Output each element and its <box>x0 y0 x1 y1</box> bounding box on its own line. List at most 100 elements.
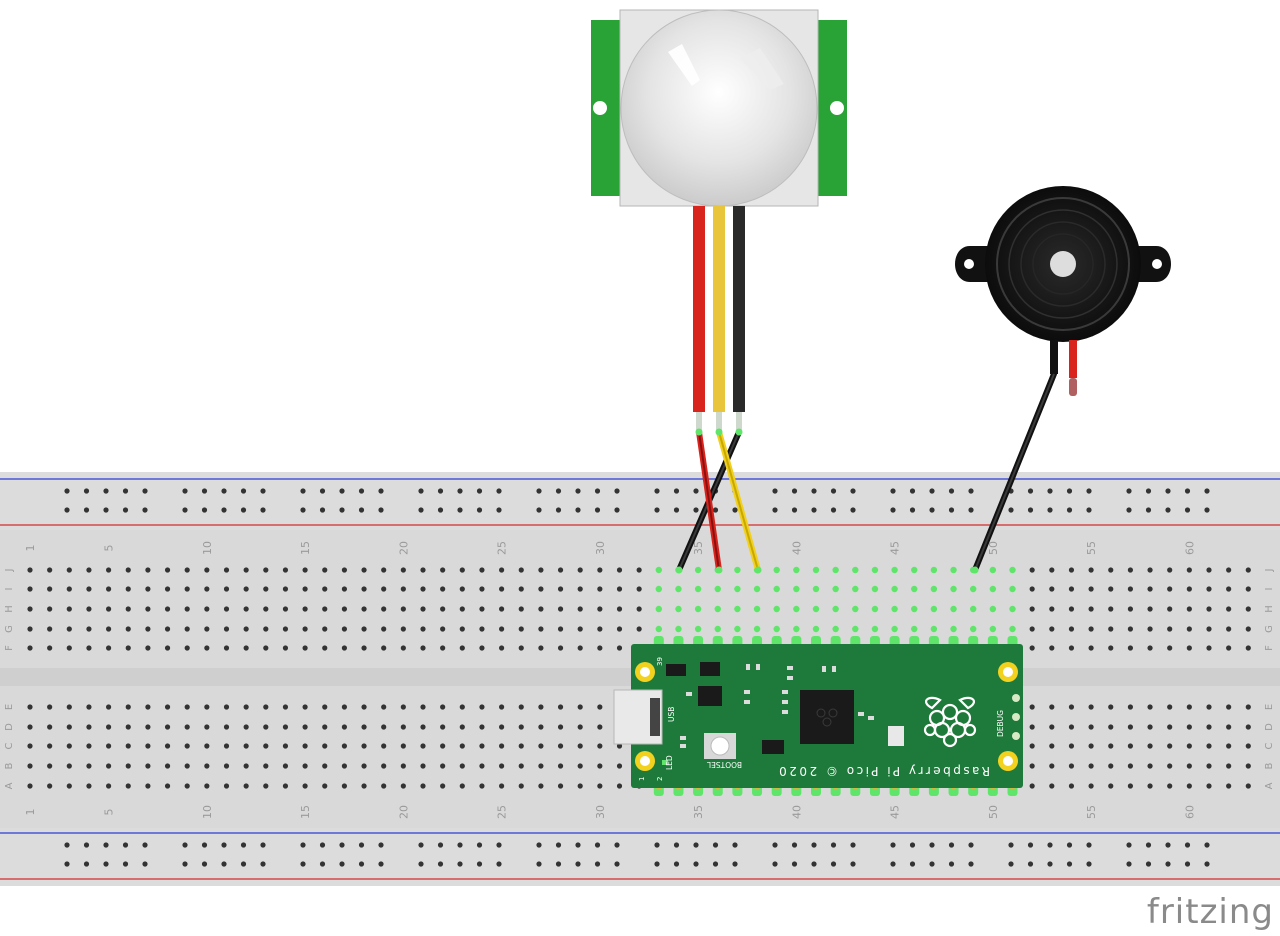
terminal-hole <box>243 606 249 612</box>
terminal-hole <box>1068 704 1075 710</box>
rail-hole <box>1066 507 1073 513</box>
pir-lead-tip-out <box>716 412 722 432</box>
terminal-hole <box>204 567 210 573</box>
terminal-hole <box>459 724 465 730</box>
terminal-hole <box>361 626 367 632</box>
terminal-hole <box>184 586 190 592</box>
terminal-hole <box>125 567 131 573</box>
terminal-hole <box>263 763 269 769</box>
rail-hole <box>201 861 208 867</box>
terminal-hole <box>27 567 33 573</box>
terminal-hole <box>302 567 308 573</box>
terminal-hole <box>1049 783 1055 789</box>
rail-hole <box>929 488 935 494</box>
terminal-hole <box>243 763 249 769</box>
rail-hole <box>693 861 699 867</box>
terminal-hole <box>557 586 564 592</box>
terminal-hole <box>1049 763 1055 769</box>
terminal-hole <box>263 626 269 632</box>
rail-hole <box>929 507 935 513</box>
terminal-hole <box>499 783 505 789</box>
smd-components <box>662 664 874 765</box>
terminal-hole <box>263 645 269 651</box>
pir-lead-vcc <box>693 206 705 412</box>
terminal-hole <box>322 763 328 769</box>
terminal-hole <box>86 763 92 769</box>
rail-hole <box>948 861 955 867</box>
terminal-hole <box>47 783 53 789</box>
terminal-hole <box>47 743 53 749</box>
rail-hole <box>654 842 660 848</box>
crystal <box>700 662 720 676</box>
terminal-hole <box>1049 567 1055 573</box>
connected-hole <box>950 585 957 593</box>
terminal-hole <box>341 783 347 789</box>
terminal-hole <box>47 606 53 612</box>
terminal-hole <box>1167 626 1173 632</box>
terminal-hole <box>263 586 269 592</box>
terminal-hole <box>302 586 308 592</box>
rail-hole <box>64 507 70 513</box>
rail-hole <box>418 488 424 494</box>
rail-hole <box>811 842 817 848</box>
terminal-hole <box>1127 586 1133 592</box>
terminal-hole <box>440 645 446 651</box>
wire-black-buzzer-shine <box>974 373 1055 571</box>
terminal-hole <box>577 783 583 789</box>
terminal-hole <box>243 567 249 573</box>
terminal-hole <box>440 567 446 573</box>
buzzer-mount-hole-right <box>1152 259 1162 269</box>
terminal-hole <box>1049 645 1055 651</box>
terminal-hole <box>1206 704 1212 710</box>
rail-hole <box>1204 842 1210 848</box>
rail-hole <box>1145 507 1152 513</box>
rail-hole <box>83 842 90 848</box>
terminal-hole <box>597 724 603 730</box>
connected-hole <box>655 605 662 613</box>
rail-hole <box>1047 861 1053 867</box>
terminal-hole <box>1226 626 1232 632</box>
terminal-hole <box>420 763 426 769</box>
row-letter: I <box>1264 588 1275 591</box>
row-letter: C <box>4 742 15 749</box>
connected-hole <box>812 566 820 574</box>
rail-hole <box>555 507 562 513</box>
terminal-hole <box>1186 704 1192 710</box>
rail-hole <box>1204 507 1210 513</box>
terminal-hole <box>1147 763 1153 769</box>
terminal-hole <box>322 704 328 710</box>
connected-hole <box>871 625 879 633</box>
terminal-hole <box>282 724 289 730</box>
terminal-hole <box>459 743 465 749</box>
rail-hole <box>1165 507 1171 513</box>
terminal-hole <box>1206 743 1212 749</box>
terminal-hole <box>1108 704 1114 710</box>
row-letter: H <box>4 605 15 613</box>
terminal-hole <box>1167 606 1173 612</box>
pir-dome-highlight-2 <box>740 48 784 90</box>
rail-hole <box>890 842 896 848</box>
bootsel-button[interactable] <box>710 736 730 756</box>
column-number: 35 <box>692 541 705 555</box>
terminal-hole <box>361 763 367 769</box>
terminal-hole <box>341 743 347 749</box>
connected-hole <box>793 585 800 593</box>
terminal-hole <box>223 783 230 789</box>
terminal-hole <box>282 567 289 573</box>
rail-hole <box>1086 507 1092 513</box>
terminal-hole <box>597 763 603 769</box>
rail-hole <box>654 861 660 867</box>
terminal-hole <box>282 606 289 612</box>
connected-hole <box>891 585 898 593</box>
row-letter: H <box>1264 605 1275 613</box>
terminal-hole <box>479 763 485 769</box>
rail-hole <box>732 842 738 848</box>
terminal-hole <box>538 626 544 632</box>
pir-hole-right <box>830 101 844 115</box>
terminal-hole <box>616 743 623 749</box>
rail-hole <box>457 842 463 848</box>
rail-hole <box>358 842 365 848</box>
terminal-hole <box>1245 743 1251 749</box>
pico-name-label: Raspberry Pi Pico © 2020 <box>777 764 990 778</box>
